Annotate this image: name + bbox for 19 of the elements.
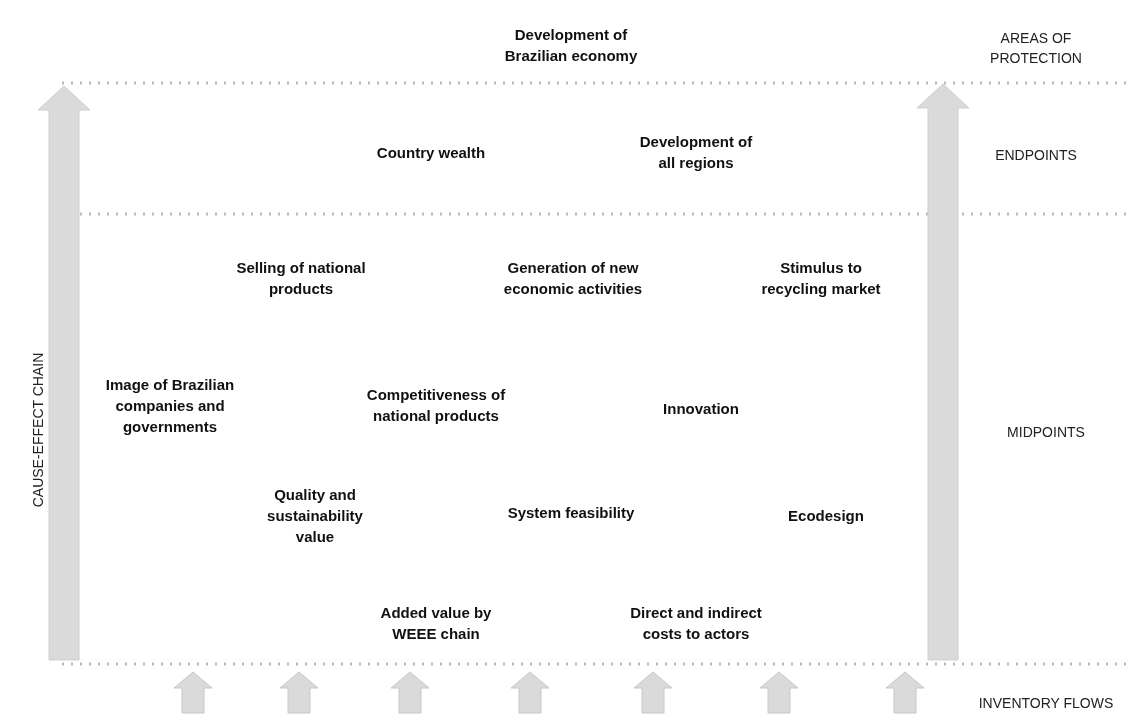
concept-label: Development of Brazilian economy: [503, 25, 639, 66]
concept-label: System feasibility: [506, 502, 636, 523]
concept-label: Selling of national products: [235, 258, 367, 299]
level-label: MIDPOINTS: [1006, 423, 1086, 442]
concept-label: Stimulus to recycling market: [760, 258, 882, 299]
concept-label: Generation of new economic activities: [503, 258, 643, 299]
concept-label: Ecodesign: [787, 505, 865, 526]
level-label: AREAS OF PROTECTION: [989, 29, 1083, 68]
concept-label: Country wealth: [376, 142, 486, 163]
axis-title: CAUSE-EFFECT CHAIN: [29, 352, 47, 508]
level-label: INVENTORY FLOWS: [977, 694, 1115, 713]
concept-label: Added value by WEEE chain: [379, 603, 493, 644]
concept-label: Direct and indirect costs to actors: [629, 603, 763, 644]
concept-label: Development of all regions: [638, 132, 754, 173]
concept-label: Image of Brazilian companies and governments: [104, 374, 236, 437]
level-label: ENDPOINTS: [994, 146, 1078, 165]
concept-label: Innovation: [662, 398, 740, 419]
concept-label: Quality and sustainability value: [266, 484, 364, 547]
concept-label: Competitiveness of national products: [365, 385, 507, 426]
